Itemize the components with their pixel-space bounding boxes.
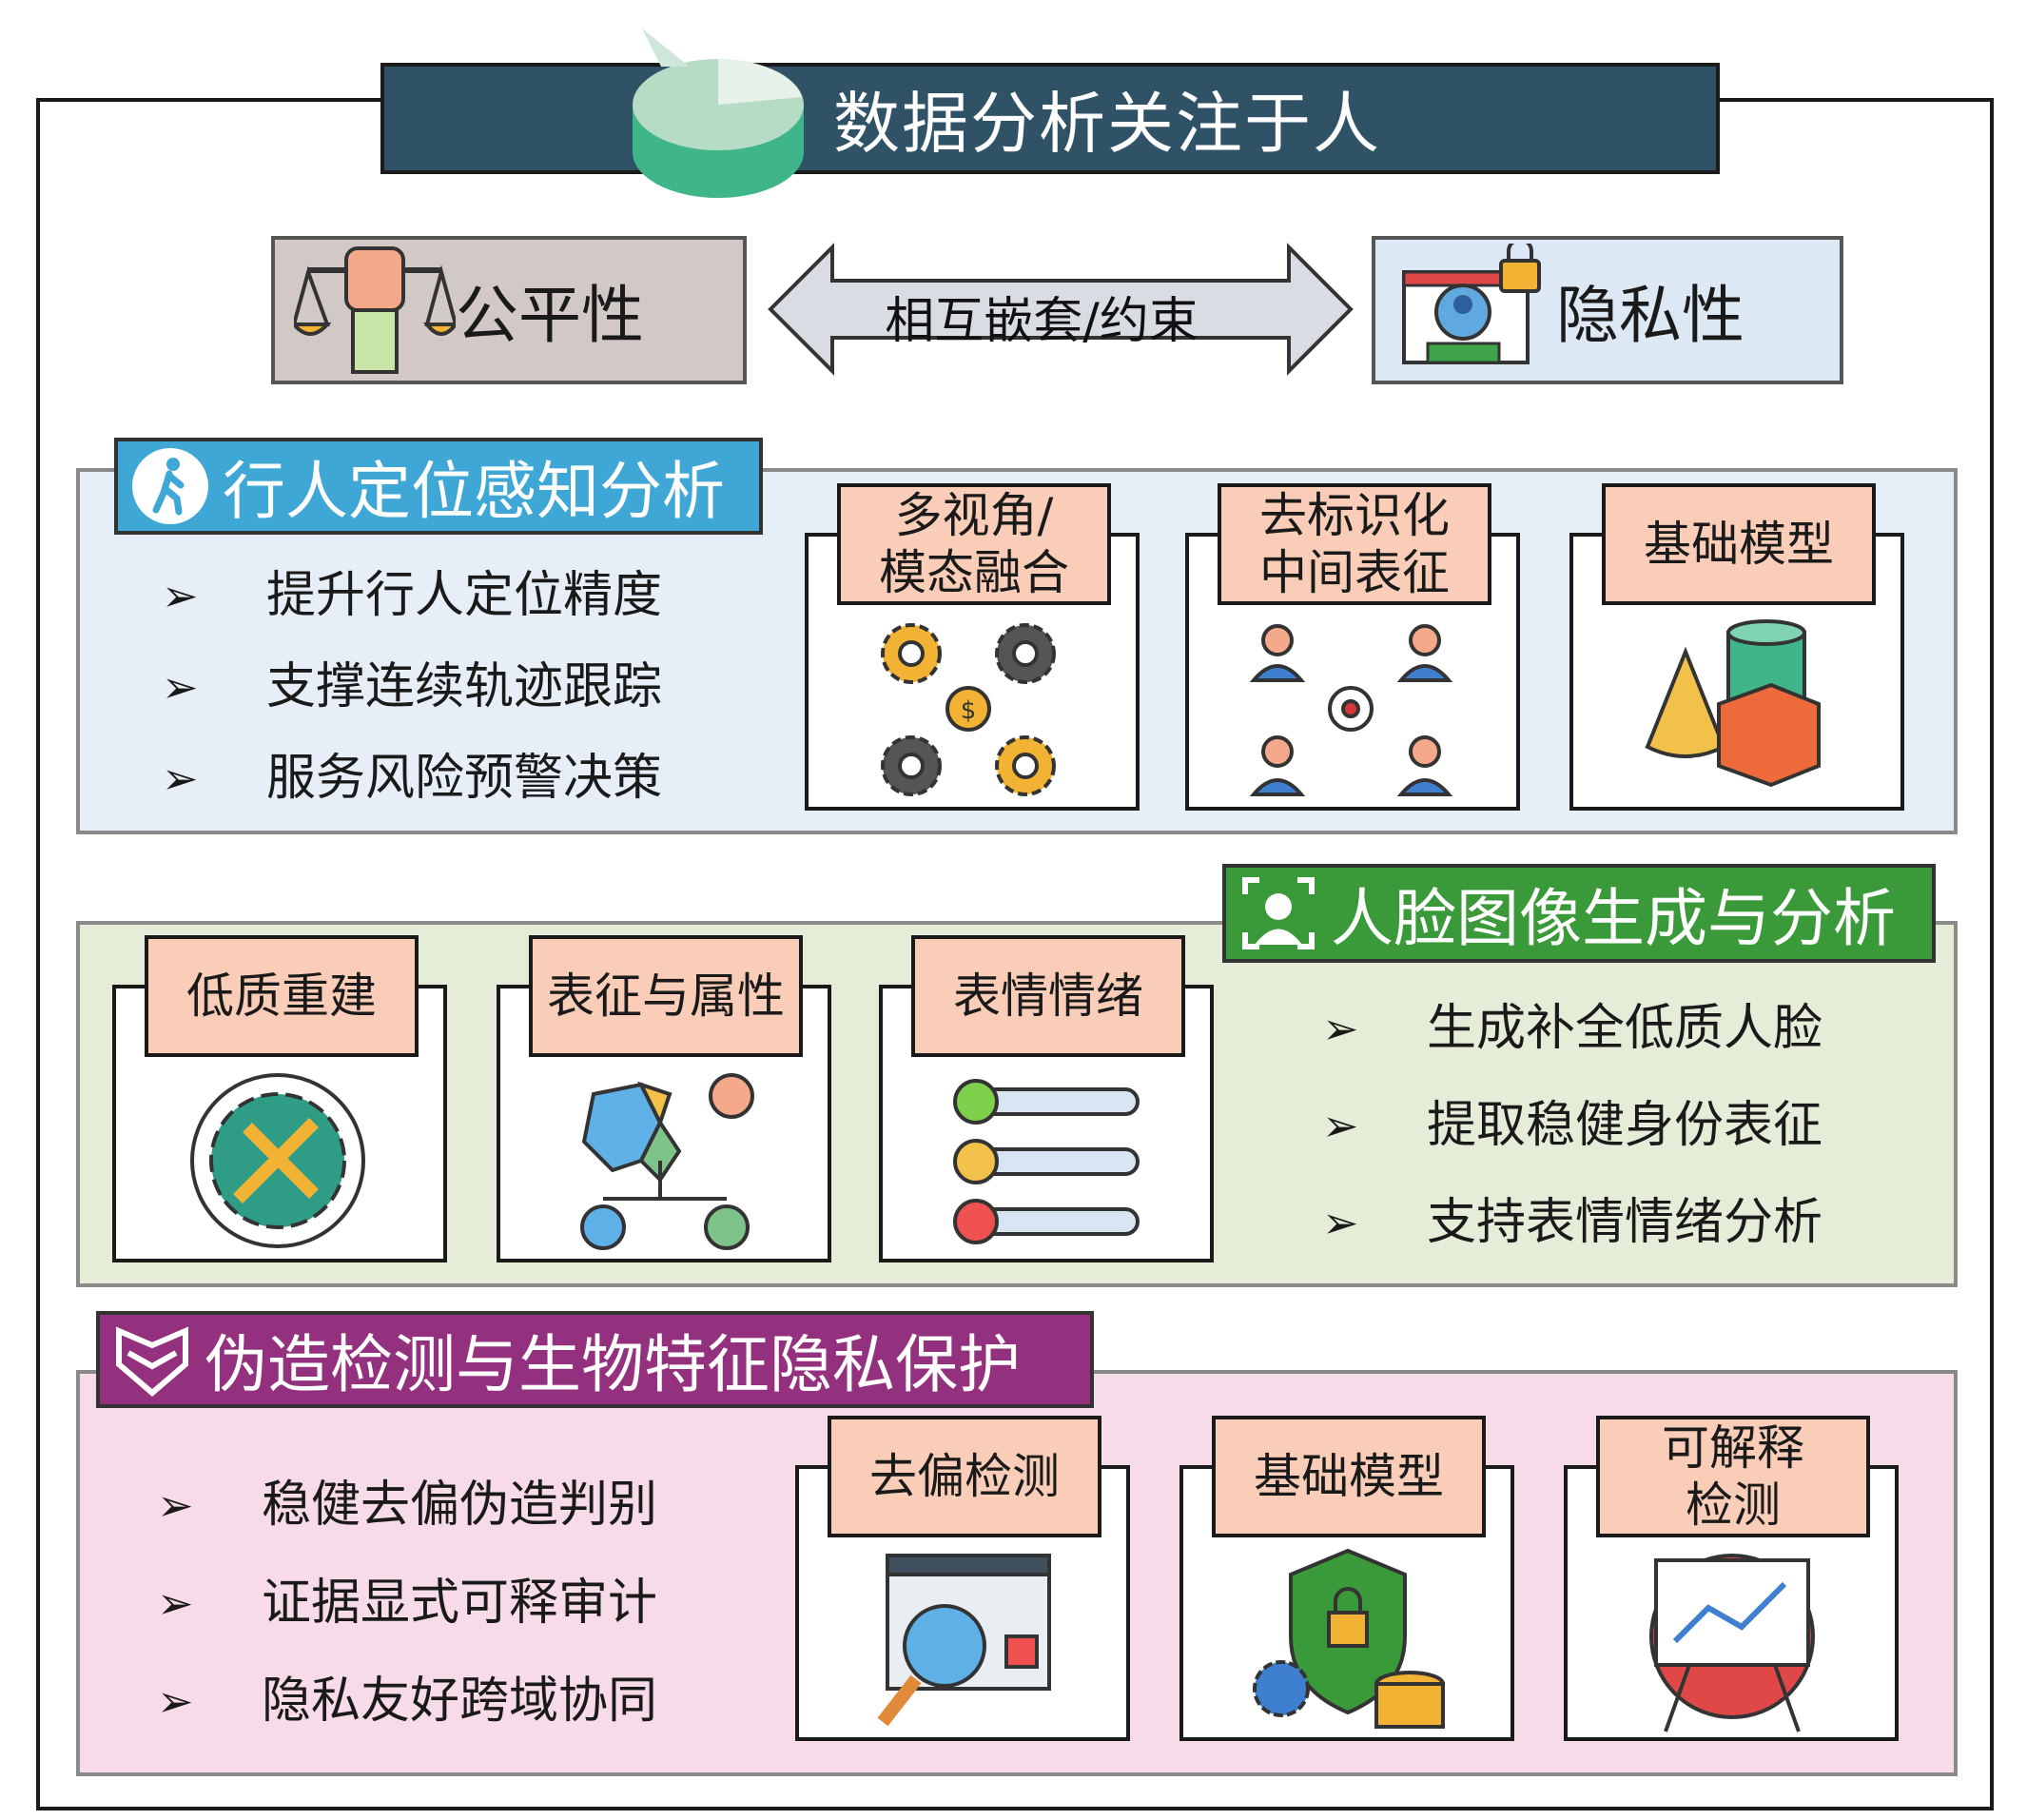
card-foundation-model-1-label: 基础模型 bbox=[1602, 483, 1876, 605]
people-target-icon bbox=[1249, 624, 1453, 796]
bullet-text: 服务风险预警决策 bbox=[266, 750, 663, 807]
bullet-arrow-icon: ➢ bbox=[157, 1674, 194, 1727]
section-face-tag: 人脸图像生成与分析 bbox=[1222, 864, 1936, 963]
bullet-text: 支撑连续轨迹跟踪 bbox=[266, 658, 663, 715]
bullet-item: ➢ 服务风险预警决策 bbox=[162, 733, 662, 824]
bullet-arrow-icon: ➢ bbox=[1322, 1197, 1359, 1248]
bullet-arrow-icon: ➢ bbox=[162, 753, 199, 804]
main-title: 数据分析关注于人 bbox=[833, 85, 1381, 163]
bullet-item: ➢ 提取稳健身份表征 bbox=[1322, 1077, 1822, 1174]
bullet-item: ➢ 生成补全低质人脸 bbox=[1322, 980, 1822, 1077]
bullet-text: 证据显式可释审计 bbox=[262, 1574, 658, 1632]
double-arrow bbox=[768, 243, 1354, 376]
card-emotion-label: 表情情绪 bbox=[911, 935, 1185, 1057]
main-title-banner: 数据分析关注于人 bbox=[380, 63, 1720, 174]
privacy-label: 隐私性 bbox=[1556, 279, 1744, 352]
emotion-sliders-icon bbox=[953, 1079, 1140, 1244]
card-debias-detect-label: 去偏检测 bbox=[828, 1416, 1101, 1537]
section-pedestrian-title: 行人定位感知分析 bbox=[223, 455, 725, 528]
walking-person-icon bbox=[132, 448, 208, 524]
card-multiview-label: 多视角/ 模态融合 bbox=[837, 483, 1111, 605]
face-bullets: ➢ 生成补全低质人脸 ➢ 提取稳健身份表征 ➢ 支持表情情绪分析 bbox=[1322, 980, 1822, 1271]
shield-check-icon bbox=[116, 1326, 188, 1397]
bullet-text: 稳健去偏伪造判别 bbox=[262, 1476, 658, 1534]
user-lock-screen-icon bbox=[1402, 244, 1541, 364]
card-deidentified-label: 去标识化 中间表征 bbox=[1218, 483, 1491, 605]
repair-gear-icon bbox=[190, 1073, 365, 1248]
relation-label: 相互嵌套/约束 bbox=[885, 293, 1199, 350]
bullet-arrow-icon: ➢ bbox=[162, 661, 199, 713]
shapes-icon bbox=[1645, 619, 1821, 788]
bullet-arrow-icon: ➢ bbox=[1322, 1003, 1359, 1054]
pedestrian-bullets: ➢ 提升行人定位精度 ➢ 支撑连续轨迹跟踪 ➢ 服务风险预警决策 bbox=[162, 550, 662, 824]
bullet-text: 生成补全低质人脸 bbox=[1427, 1000, 1823, 1057]
bullet-item: ➢ 支持表情情绪分析 bbox=[1322, 1174, 1822, 1271]
section-forgery-tag: 伪造检测与生物特征隐私保护 bbox=[96, 1311, 1094, 1408]
magnifier-screen-icon bbox=[877, 1554, 1051, 1727]
card-explainable-label: 可解释 检测 bbox=[1596, 1416, 1870, 1537]
chart-board-icon bbox=[1649, 1554, 1815, 1732]
card-representation-label: 表征与属性 bbox=[529, 935, 803, 1057]
svg-text:$: $ bbox=[961, 696, 977, 725]
card-foundation-model-2-label: 基础模型 bbox=[1212, 1416, 1486, 1537]
bullet-arrow-icon: ➢ bbox=[1322, 1100, 1359, 1151]
bullet-text: 支持表情情绪分析 bbox=[1427, 1194, 1823, 1251]
forgery-bullets: ➢ 稳健去偏伪造判别 ➢ 证据显式可释审计 ➢ 隐私友好跨域协同 bbox=[157, 1456, 657, 1750]
privacy-box: 隐私性 bbox=[1372, 236, 1843, 384]
section-face-title: 人脸图像生成与分析 bbox=[1331, 882, 1896, 955]
section-pedestrian-tag: 行人定位感知分析 bbox=[114, 438, 763, 535]
bullet-text: 提取稳健身份表征 bbox=[1427, 1097, 1823, 1154]
fairness-box: 公平性 bbox=[271, 236, 747, 384]
scale-hand-icon bbox=[294, 246, 456, 374]
map-people-icon bbox=[580, 1073, 754, 1250]
face-scan-icon bbox=[1242, 877, 1315, 949]
bullet-item: ➢ 提升行人定位精度 bbox=[162, 550, 662, 641]
bullet-arrow-icon: ➢ bbox=[157, 1576, 194, 1629]
bullet-item: ➢ 支撑连续轨迹跟踪 bbox=[162, 641, 662, 733]
bullet-item: ➢ 证据显式可释审计 bbox=[157, 1554, 657, 1652]
bullet-arrow-icon: ➢ bbox=[162, 570, 199, 621]
bullet-item: ➢ 稳健去偏伪造判别 bbox=[157, 1456, 657, 1554]
bullet-text: 提升行人定位精度 bbox=[266, 567, 663, 624]
bullet-item: ➢ 隐私友好跨域协同 bbox=[157, 1652, 657, 1750]
bullet-arrow-icon: ➢ bbox=[157, 1478, 194, 1531]
gears-money-icon: $ bbox=[881, 623, 1056, 796]
pie-chart-icon bbox=[633, 29, 804, 198]
bullet-text: 隐私友好跨域协同 bbox=[262, 1672, 658, 1730]
section-forgery-title: 伪造检测与生物特征隐私保护 bbox=[205, 1328, 1021, 1401]
fairness-label: 公平性 bbox=[456, 279, 644, 352]
card-low-quality-label: 低质重建 bbox=[145, 935, 419, 1057]
shield-lock-icon bbox=[1253, 1548, 1445, 1729]
